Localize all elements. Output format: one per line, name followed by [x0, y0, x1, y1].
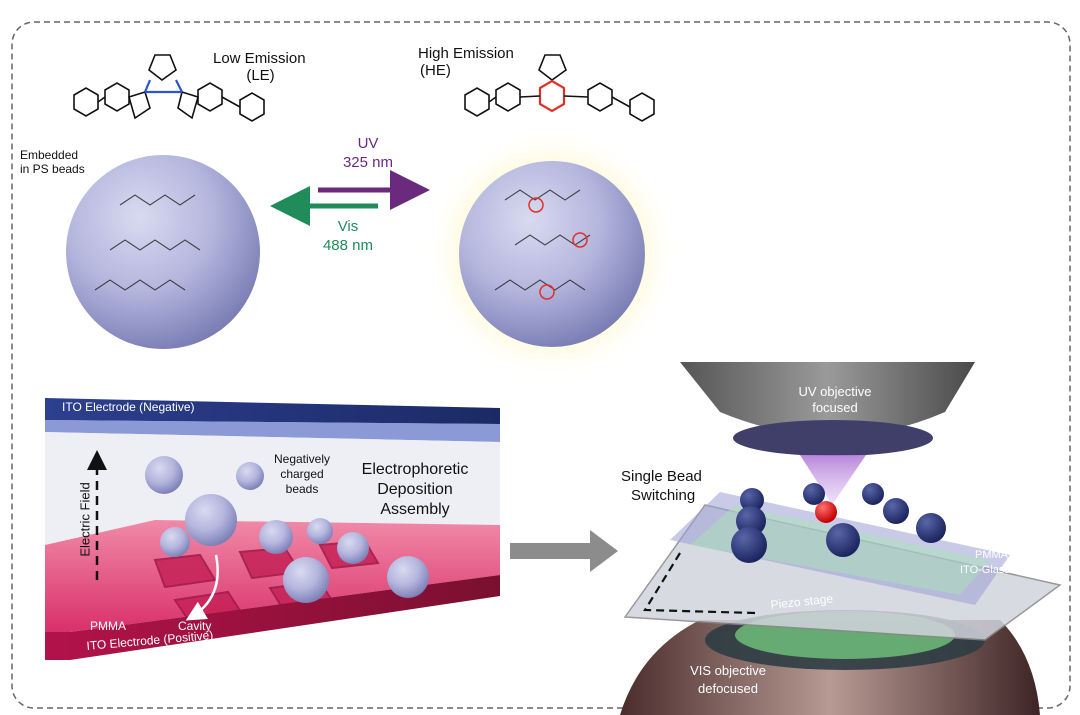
- epd-beads: [145, 456, 429, 603]
- beads-label-line3: beads: [285, 482, 319, 496]
- switched-red-bead: [815, 501, 837, 523]
- bottom-electrode-plate: [45, 575, 500, 660]
- he-bead-molecules: [494, 189, 591, 291]
- uv-objective: [680, 362, 975, 436]
- vis-wavelength: 488 nm: [322, 237, 374, 254]
- top-electrode-glass: [45, 420, 500, 442]
- he-molecule: [464, 54, 655, 122]
- electric-field-label: Electric Field: [77, 482, 93, 557]
- he-bead-red-rings: [528, 197, 588, 300]
- uv-objective-lens: [733, 420, 933, 456]
- uv-beam: [800, 455, 866, 505]
- dark-beads: [731, 483, 946, 563]
- pmma-label-right: PMMA: [975, 549, 1008, 561]
- vis-label: Vis: [337, 218, 359, 235]
- le-molecule: [73, 54, 265, 122]
- uv-objective-label-line1: UV objective: [798, 384, 872, 399]
- single-bead-label-line2: Switching: [631, 487, 696, 504]
- top-electrode-label: ITO Electrode (Negative): [62, 400, 195, 414]
- he-title: High Emission: [418, 45, 514, 62]
- process-arrow: [510, 530, 618, 572]
- le-abbr: (LE): [246, 67, 275, 84]
- beads-label-line1: Negatively: [273, 452, 331, 466]
- epd-title-line2: Deposition: [377, 481, 453, 498]
- uv-label: UV: [357, 135, 379, 152]
- he-bead: [459, 161, 645, 347]
- stage-arrows: [643, 552, 756, 615]
- vis-objective-label-line1: VIS objective: [690, 663, 766, 678]
- single-bead-label-line1: Single Bead: [621, 468, 702, 485]
- beads-label-line2: charged: [280, 467, 324, 481]
- uv-objective-label-line2: focused: [812, 400, 858, 415]
- ito-glass-label: ITO-Glass: [960, 564, 1010, 576]
- le-bead: [66, 155, 260, 349]
- he-abbr: (HE): [420, 62, 451, 79]
- epd-title-line3: Assembly: [380, 501, 450, 518]
- pmma-label-left: PMMA: [90, 619, 126, 633]
- epd-title-line1: Electrophoretic: [361, 461, 469, 478]
- embedded-label-line1: Embedded: [20, 148, 79, 162]
- single-bead-setup: [620, 362, 1062, 715]
- vis-objective-label-line2: defocused: [698, 681, 758, 696]
- top-electrode-plate: [45, 398, 500, 424]
- le-title: Low Emission: [213, 50, 306, 67]
- uv-wavelength: 325 nm: [342, 154, 394, 171]
- le-bead-molecules: [94, 194, 201, 291]
- cavity-arrow: [185, 554, 219, 621]
- epd-assembly: [45, 398, 500, 660]
- cavity-label: Cavity: [178, 619, 212, 633]
- embedded-label-line2: in PS beads: [20, 162, 85, 176]
- dashed-frame: [11, 21, 1071, 709]
